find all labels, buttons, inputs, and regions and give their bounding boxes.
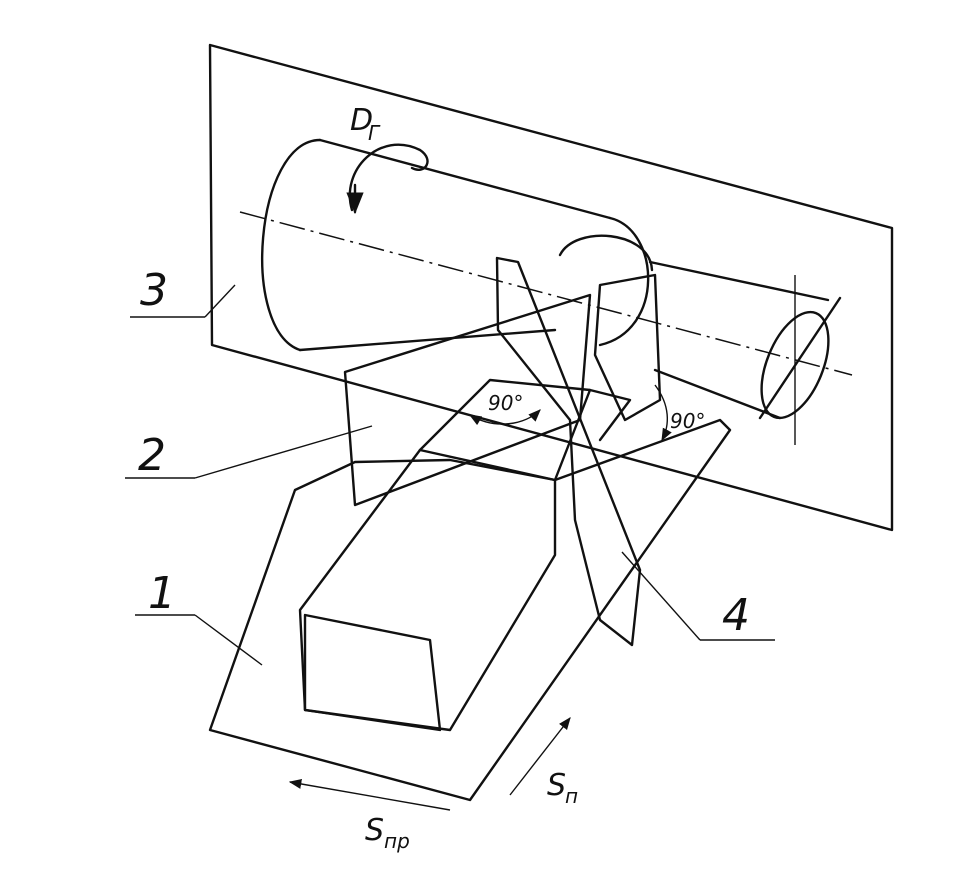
label-rotation-dg: D	[350, 103, 373, 138]
feed-arrow-longitudinal	[288, 778, 451, 811]
feed-arrow-transverse	[509, 717, 571, 796]
leader-4	[621, 551, 701, 641]
label-feed-longitudinal-sub: пр	[384, 829, 410, 853]
label-feed-transverse: S	[547, 768, 566, 803]
secondary-plane-4	[495, 256, 662, 647]
label-rotation-dg-sub: Г	[368, 121, 381, 145]
angle-arc-right	[654, 384, 672, 442]
label-part-4: 4	[722, 590, 750, 641]
label-feed-transverse-sub: п	[565, 784, 578, 808]
cutting-tool	[298, 378, 632, 732]
angle-arc-left	[468, 409, 541, 426]
label-angle-right: 90°	[670, 409, 705, 433]
base-plane-1	[208, 418, 732, 802]
label-angle-left: 90°	[488, 391, 523, 415]
main-plane-3	[208, 43, 894, 532]
workpiece-cylinder	[261, 138, 842, 445]
leader-1	[194, 614, 263, 666]
label-part-2: 2	[138, 430, 166, 481]
leader-3	[204, 284, 236, 318]
leader-2	[194, 425, 373, 479]
label-part-1: 1	[148, 568, 176, 619]
rotation-arrow-dg	[346, 143, 429, 215]
workpiece-axis	[239, 211, 853, 376]
label-feed-longitudinal: S	[365, 813, 384, 848]
label-part-3: 3	[140, 265, 168, 316]
